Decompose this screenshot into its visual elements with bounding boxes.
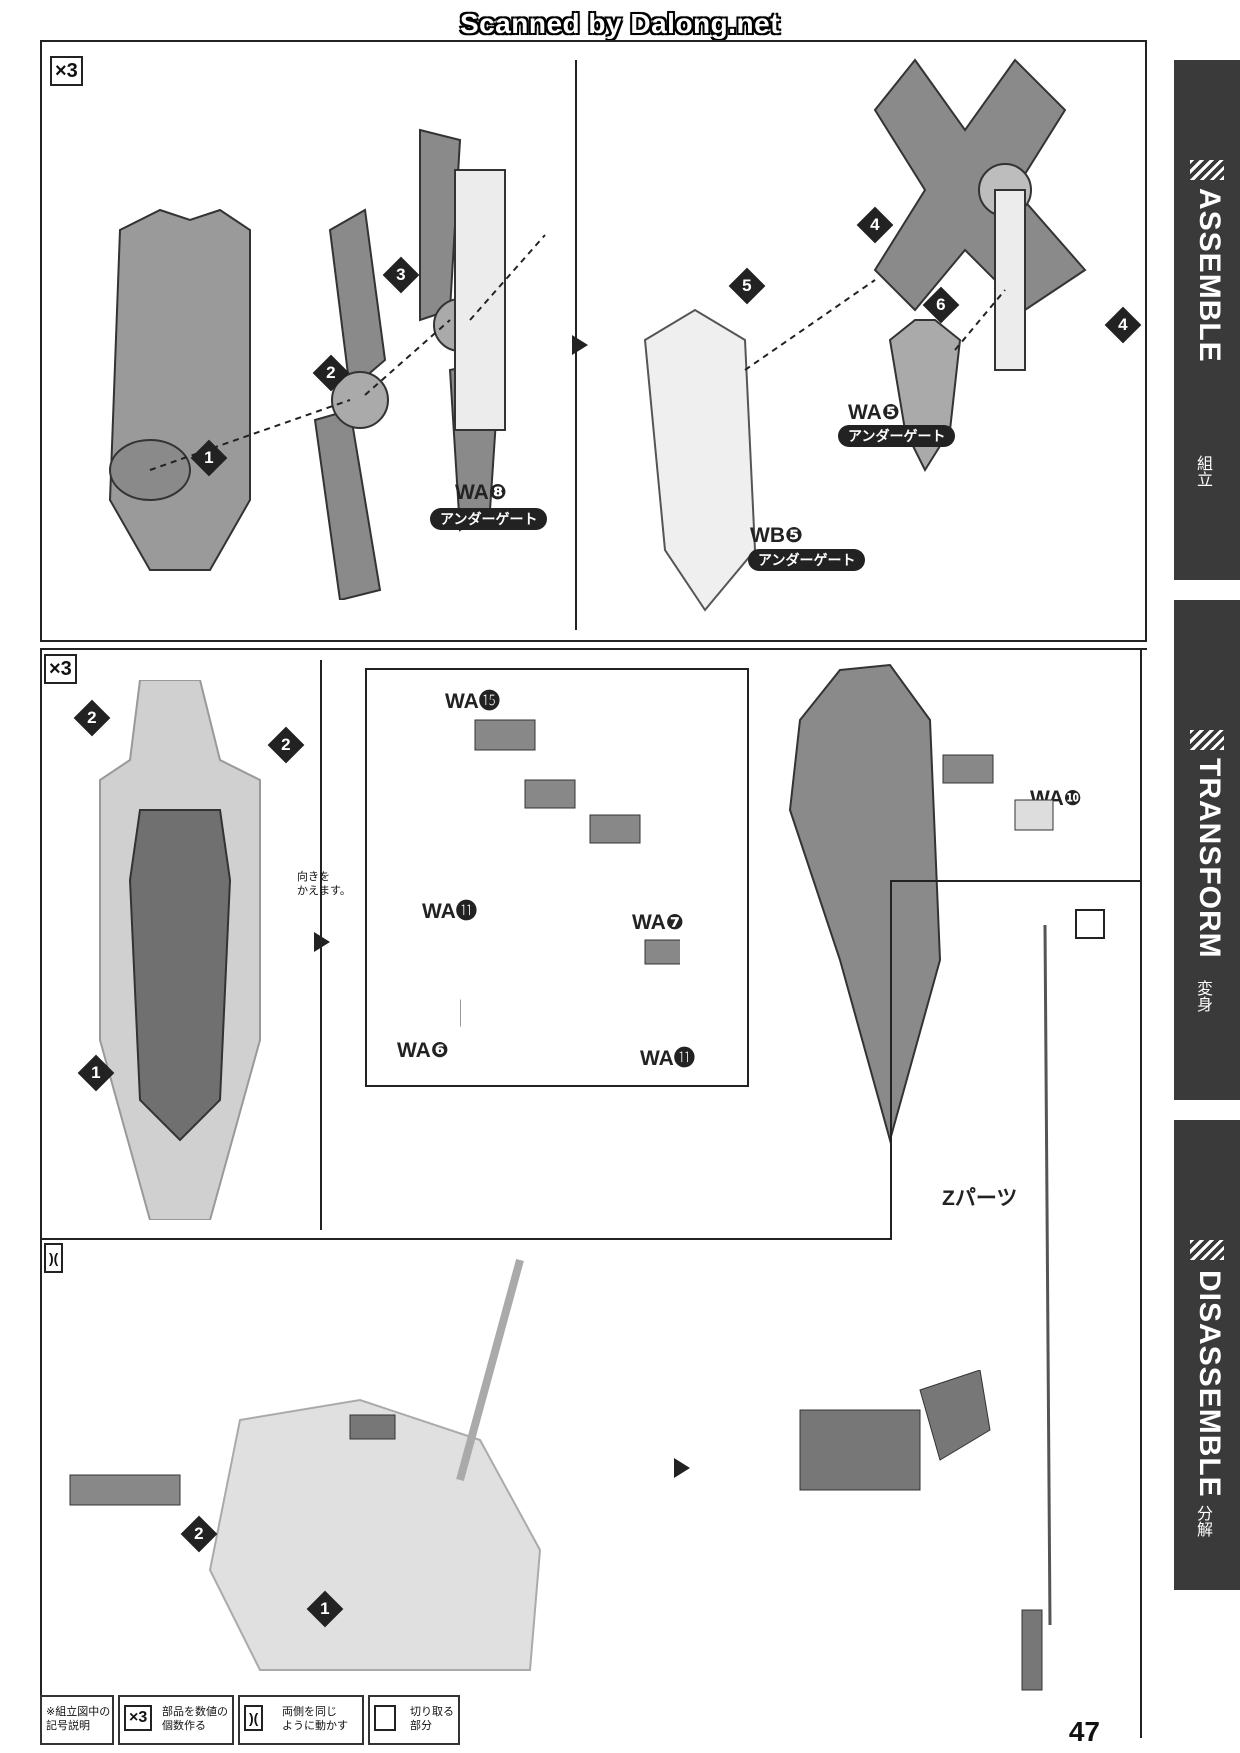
part-label-wa6: WA❻ (397, 1039, 449, 1062)
tab-disassemble: DISASSEMBLE 分解 (1174, 1120, 1240, 1590)
panel3-left-illustration (69, 1258, 542, 1671)
slide-rail-part (994, 189, 1026, 371)
panel1-right-border (1145, 40, 1147, 640)
detail-parts-illustration (460, 719, 680, 1027)
tab-disassemble-sub: 分解 (1194, 1505, 1211, 1537)
legend-title: ※組立図中の 記号説明 (46, 1706, 111, 1732)
tab-disassemble-label: DISASSEMBLE (1193, 1270, 1226, 1498)
antenna-illustration (1043, 909, 1105, 1626)
wing-panel-part (108, 208, 251, 571)
part-label-wa15: WA⓯ (445, 690, 500, 713)
legend-item-cut: 切り取る 部分 (368, 1695, 460, 1745)
gate-tag: アンダーゲート (430, 508, 548, 530)
antenna-part (1043, 924, 1052, 1626)
watermark: Scanned by Dalong.net (459, 8, 781, 39)
panel2-inner-divider-h (890, 880, 1140, 882)
tab-assemble: ASSEMBLE 組立 (1174, 60, 1240, 580)
tab-assemble-label: ASSEMBLE (1193, 188, 1226, 363)
cut-icon (374, 1705, 396, 1731)
hatch-icon (1190, 1240, 1224, 1260)
part-label-wa5: WA❺ (848, 401, 900, 424)
wa10-part (1014, 799, 1054, 831)
legend-pair-text: 両側を同じ ように動かす (282, 1706, 348, 1732)
guide-line (149, 399, 351, 471)
gate-tag: アンダーゲート (838, 425, 956, 447)
blade-part-upper (328, 208, 387, 392)
attached-clip-part (942, 754, 994, 784)
panel1-right-illustration (643, 58, 1087, 612)
part-label-wa11b: WA⓫ (640, 1047, 695, 1070)
clip-part (474, 719, 536, 751)
guide-line (364, 319, 451, 396)
next-arrow-icon (674, 1458, 690, 1478)
tab-transform: TRANSFORM 変身 (1174, 600, 1240, 1100)
panel2-top-border (40, 648, 1147, 650)
legend-item-qty: ×3 部品を数値の 個数作る (118, 1695, 234, 1745)
part-label-wb5: WB❺ (750, 524, 803, 547)
tab-transform-label: TRANSFORM (1193, 758, 1226, 959)
arm-part (799, 1409, 921, 1491)
connector-part (349, 1414, 396, 1440)
turn-note: 向きを かえます。 (297, 871, 351, 897)
next-arrow-icon (314, 932, 330, 952)
gate-tag: アンダーゲート (748, 549, 866, 571)
next-arrow-icon (572, 335, 588, 355)
legend-item-pair: )( 両側を同じ ように動かす (238, 1695, 364, 1745)
panel1-left-illustration (108, 128, 546, 600)
guide-line (744, 279, 876, 371)
guide-line (469, 234, 546, 321)
robot-torso-part (208, 1398, 542, 1671)
joint-part-2 (589, 814, 641, 844)
small-part-2 (644, 939, 680, 965)
legend-title-box: ※組立図中の 記号説明 (40, 1695, 114, 1745)
panel2-left-border (40, 648, 42, 1738)
z-parts-label: Zパーツ (942, 1187, 1018, 1210)
panel2-inner-divider (890, 880, 892, 1240)
shield-inner-part (128, 809, 232, 1142)
panel2-right-illustration (788, 663, 1054, 1144)
rail-part (454, 169, 506, 431)
legend-cut-text: 切り取る 部分 (410, 1706, 454, 1732)
qty-badge: ×3 (50, 56, 83, 86)
shield-frame-part (643, 308, 757, 612)
shield-assembled-part (788, 663, 942, 1144)
page-number: 47 (1068, 1716, 1100, 1747)
antenna-part (456, 1258, 524, 1482)
shoulder-part (919, 1370, 991, 1461)
removed-part (69, 1474, 181, 1506)
part-label-wa8: WA❽ (455, 481, 507, 504)
grip-part (1021, 1609, 1043, 1691)
hatch-icon (1190, 730, 1224, 750)
cut-icon (1075, 909, 1105, 939)
hatch-icon (1190, 160, 1224, 180)
legend-qty-text: 部品を数値の 個数作る (162, 1706, 228, 1732)
section-sidebar: ASSEMBLE 組立 TRANSFORM 変身 DISASSEMBLE 分解 (1172, 0, 1240, 1753)
part-label-wa7: WA❼ (632, 911, 684, 934)
panel3-top-border (40, 1238, 890, 1240)
qty-icon: ×3 (124, 1705, 153, 1731)
tab-transform-sub: 変身 (1194, 980, 1211, 1012)
panel1-top-border (40, 40, 1145, 42)
tab-assemble-sub: 組立 (1194, 455, 1211, 487)
panel1-bottom-border (40, 640, 1147, 642)
bracket-part (888, 319, 962, 473)
panel2-left-illustration (99, 680, 261, 1220)
joint-part (524, 779, 576, 809)
pair-icon: )( (244, 1705, 264, 1731)
qty-badge: ×3 (44, 654, 77, 684)
panel2-right-border (1140, 648, 1142, 1738)
panel3-right-illustration (799, 1370, 1043, 1691)
guide-line (954, 289, 1006, 351)
pair-icon: )( (44, 1243, 64, 1273)
panel1-left-border (40, 40, 42, 640)
detail-box (365, 668, 749, 1087)
blade-part-lower (313, 408, 382, 600)
part-label-wa11: WA⓫ (422, 900, 477, 923)
